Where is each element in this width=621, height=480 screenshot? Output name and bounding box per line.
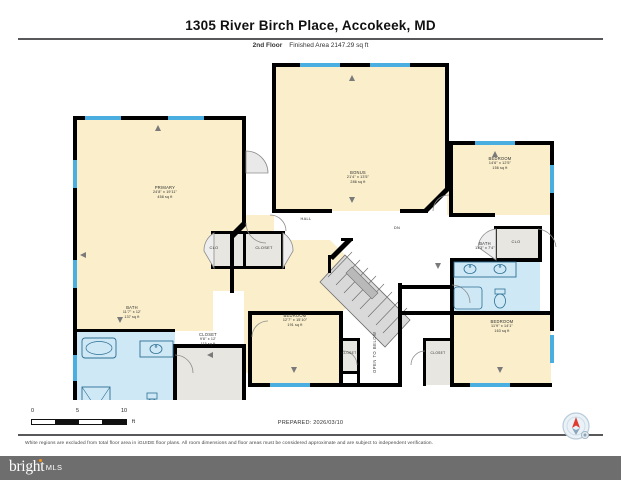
window — [370, 63, 410, 67]
dimension-arrow-group — [80, 75, 503, 373]
scale-bar-graphic — [31, 419, 127, 425]
fixture-group — [81, 261, 517, 400]
room-fill-closet-se — [425, 340, 452, 385]
window — [550, 335, 554, 363]
logo-accent-dot — [38, 458, 43, 462]
room-fill-bath-ne — [452, 260, 540, 313]
door-swing-group — [174, 150, 557, 374]
room-fill-bedroom-ne — [447, 143, 552, 215]
label-dn: DN — [393, 225, 401, 230]
window — [73, 160, 77, 188]
disclaimer-text: White regions are excluded from total fl… — [25, 441, 434, 446]
label-closet-se: CLOSET — [430, 351, 446, 355]
window — [85, 116, 121, 120]
room-fill-clo-hall — [213, 233, 244, 268]
room-fill-closet-hall — [246, 233, 283, 268]
floor-subtitle: 2nd Floor Finished Area 2147.29 sq ft — [0, 42, 621, 49]
scale-max: 10 — [121, 408, 128, 414]
window — [475, 141, 515, 145]
vanity-icon — [139, 340, 174, 358]
window-group — [73, 63, 554, 387]
scale-bar: 0 5 10 ft — [31, 408, 151, 432]
room-fill-bonus — [274, 65, 447, 211]
label-clo-ne: CLO — [511, 239, 521, 244]
label-closet-center: CLOSET — [341, 351, 357, 355]
logo-wordmark: bright — [9, 458, 45, 475]
prepared-date: PREPARED: 2026/03/10 — [277, 420, 344, 426]
room-fill-bedroom-se — [452, 313, 551, 385]
label-hall: HALL — [300, 216, 312, 221]
compass-rose — [560, 410, 594, 444]
double-vanity-icon — [453, 261, 517, 278]
room-fill-bedroom-center — [250, 313, 341, 385]
footer-bar — [0, 456, 621, 480]
room-fill-closet-west — [175, 346, 244, 400]
page-title: 1305 River Birch Place, Accokeek, MD — [185, 18, 436, 33]
window — [470, 383, 510, 387]
scale-mid: 5 — [76, 408, 80, 414]
floor-label: 2nd Floor — [252, 42, 283, 49]
bathtub-icon — [81, 337, 117, 359]
scale-unit: ft — [132, 419, 136, 425]
label-clo-hall: CLO — [209, 245, 219, 250]
window — [550, 165, 554, 193]
brightmls-logo: bright MLS — [9, 458, 63, 477]
label-closet-hall: CLOSET — [255, 245, 273, 250]
room-fill-closet-center — [341, 340, 358, 373]
window — [73, 355, 77, 381]
room-fill-clo-ne — [496, 228, 540, 260]
footer-divider — [18, 434, 603, 436]
floor-plan-canvas: BONUS 21'4" x 13'5" 286 sq ft PRIMARY 24… — [0, 55, 621, 400]
room-fill-primary — [75, 118, 244, 331]
wall-group — [73, 63, 554, 400]
scale-zero: 0 — [31, 408, 35, 414]
finished-area-label: Finished Area 2147.29 sq ft — [289, 42, 369, 49]
bathtub-icon — [453, 286, 483, 310]
floor-plan-svg — [73, 63, 557, 400]
shower-icon — [81, 386, 111, 400]
window — [168, 116, 204, 120]
label-open-to-below: OPEN TO BELOW — [372, 331, 377, 373]
window — [300, 63, 340, 67]
logo-mls-text: MLS — [45, 463, 63, 472]
window — [73, 260, 77, 288]
window — [270, 383, 310, 387]
header-divider — [18, 38, 603, 40]
